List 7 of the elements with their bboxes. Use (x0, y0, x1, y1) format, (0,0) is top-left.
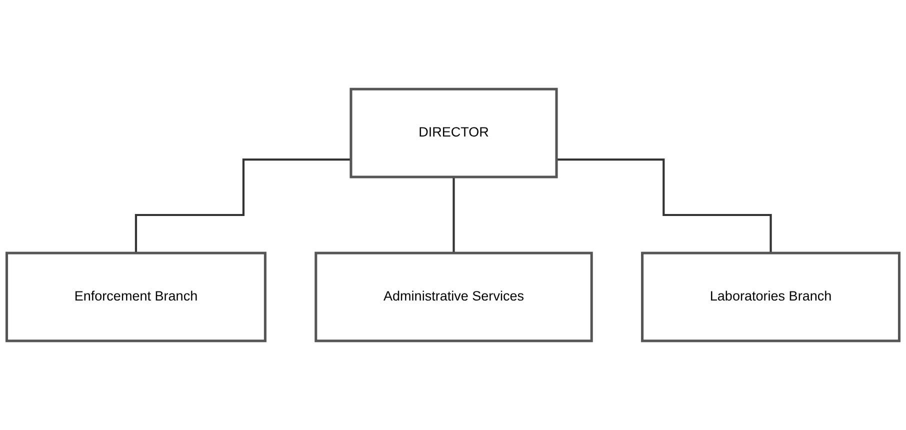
connector (556, 158, 772, 254)
node-box: Enforcement Branch (6, 252, 266, 342)
connector (452, 176, 455, 254)
node-box: DIRECTOR (350, 88, 558, 178)
node-box: Laboratories Branch (641, 252, 900, 342)
node-box: Administrative Services (314, 252, 593, 342)
connector (134, 158, 351, 254)
